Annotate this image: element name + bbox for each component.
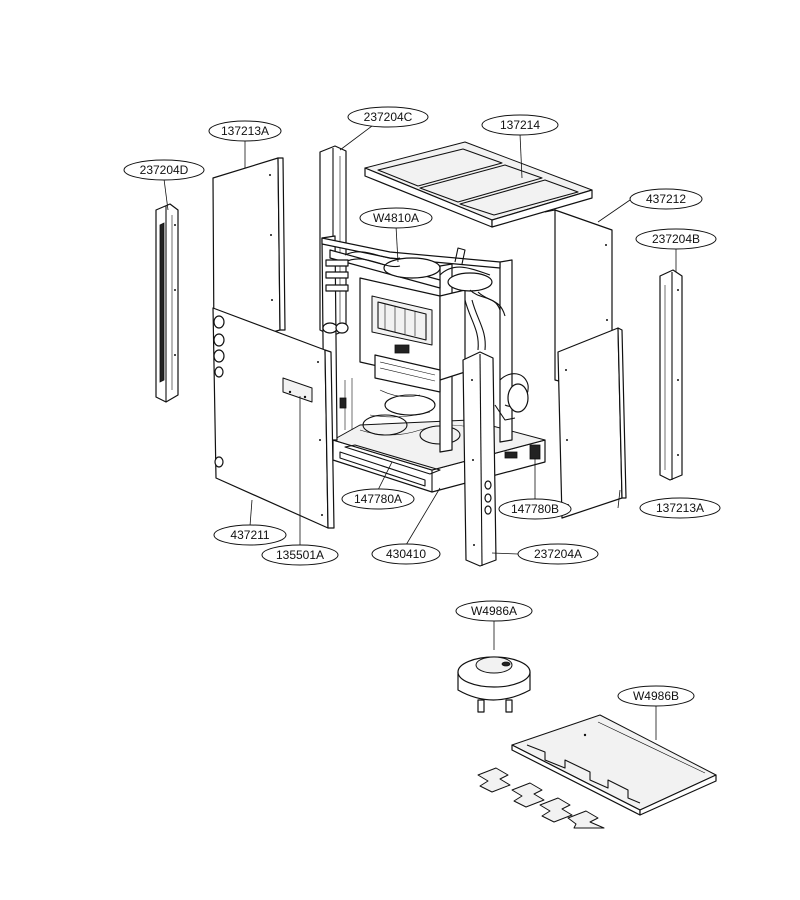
- callout-137213A-top: 137213A: [208, 120, 282, 142]
- callout-text-135501A: 135501A: [276, 548, 324, 562]
- callout-text-437212: 437212: [646, 192, 686, 206]
- callout-text-237204D: 237204D: [140, 163, 189, 177]
- corner-post-237204D: [155, 203, 179, 403]
- callout-text-137213A-top: 137213A: [221, 124, 269, 138]
- callout-137213A-right: 137213A: [639, 497, 721, 519]
- callout-text-W4986A: W4986A: [471, 604, 517, 618]
- callout-text-147780A: 147780A: [354, 492, 402, 506]
- corner-post-237204A: [462, 351, 497, 567]
- fan-cover-W4986A: [457, 656, 531, 713]
- callout-text-137213A-right: 137213A: [656, 501, 704, 515]
- callout-text-430410: 430410: [386, 547, 426, 561]
- callout-text-237204B: 237204B: [652, 232, 700, 246]
- callout-text-147780B: 147780B: [511, 502, 559, 516]
- callout-137214: 137214: [481, 114, 559, 136]
- callout-437212: 437212: [629, 188, 703, 210]
- callout-237204D: 237204D: [123, 159, 205, 181]
- unit-chassis-W4810A: [321, 235, 546, 493]
- callout-W4986A: W4986A: [455, 600, 533, 622]
- callout-text-W4810A: W4810A: [373, 211, 419, 225]
- callout-437211: 437211: [213, 524, 287, 546]
- callout-W4810A: W4810A: [359, 207, 433, 229]
- leader-lines: [163, 125, 677, 740]
- callout-text-W4986B: W4986B: [633, 689, 679, 703]
- top-panel-137214: [364, 141, 593, 228]
- callout-147780A: 147780A: [341, 488, 415, 510]
- callout-147780B: 147780B: [498, 498, 572, 520]
- callout-text-237204A: 237204A: [534, 547, 582, 561]
- callout-237204A: 237204A: [517, 543, 599, 565]
- callout-135501A: 135501A: [261, 544, 339, 566]
- callout-237204B: 237204B: [635, 228, 717, 250]
- base-plate-W4986B: [477, 714, 717, 829]
- corner-post-237204B: [659, 269, 683, 481]
- callout-text-137214: 137214: [500, 118, 540, 132]
- callout-430410: 430410: [371, 543, 441, 565]
- callout-237204C: 237204C: [347, 106, 429, 128]
- callout-text-237204C: 237204C: [364, 110, 413, 124]
- callout-W4986B: W4986B: [617, 685, 695, 707]
- side-panel-137213A-rear: [212, 157, 286, 349]
- callout-text-437211: 437211: [230, 528, 269, 542]
- front-panel-437211: [212, 307, 335, 529]
- side-panel-137213A-right: [557, 327, 627, 519]
